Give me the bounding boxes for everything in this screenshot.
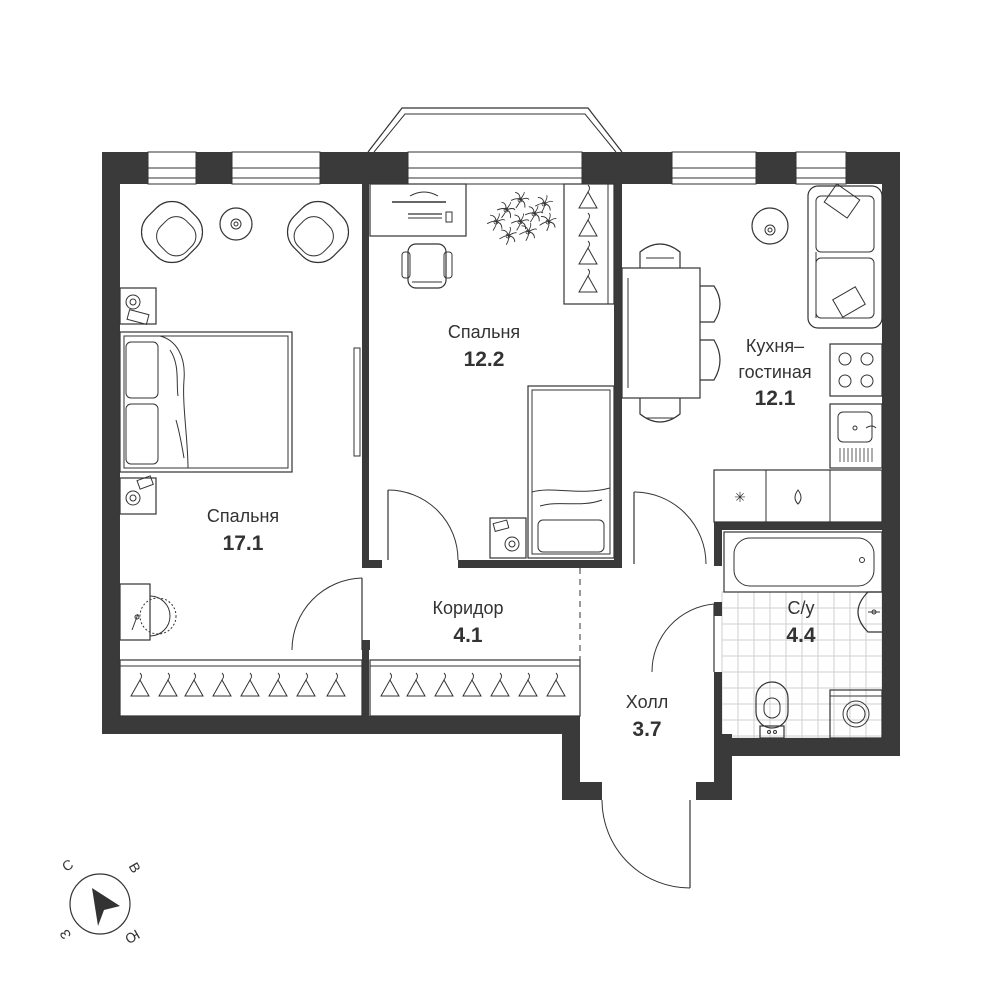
room-area-hall: 3.7 bbox=[632, 718, 661, 741]
svg-text:✳: ✳ bbox=[734, 490, 746, 506]
toilet-icon bbox=[755, 681, 789, 739]
room-area-bedroom-2: 12.2 bbox=[464, 348, 505, 371]
hanger-icon bbox=[462, 672, 482, 697]
compass-east: В bbox=[126, 859, 145, 875]
sink-icon bbox=[857, 591, 882, 633]
dining-table-icon bbox=[621, 243, 721, 423]
stove-icon bbox=[829, 343, 883, 397]
hanger-icon bbox=[326, 672, 346, 697]
hanger-icon bbox=[518, 672, 538, 697]
hanger-icon bbox=[296, 672, 316, 697]
room-name-corridor: Коридор bbox=[432, 598, 503, 618]
bed-icon bbox=[119, 331, 293, 473]
nightstand-icon bbox=[119, 287, 157, 326]
hanger-icon bbox=[406, 672, 426, 697]
room-name-bathroom: С/у bbox=[788, 598, 815, 618]
room-area-bathroom: 4.4 bbox=[786, 624, 816, 647]
desk-icon bbox=[119, 583, 177, 641]
room-area-kitchen: 12.1 bbox=[755, 387, 796, 410]
bed-icon bbox=[527, 385, 615, 559]
hanger-icon bbox=[380, 672, 400, 697]
hanger-icon bbox=[546, 672, 566, 697]
room-name-bedroom-2: Спальня bbox=[448, 322, 520, 342]
nightstand-icon bbox=[489, 517, 527, 559]
washing-machine-icon bbox=[829, 689, 883, 739]
armchair-icon bbox=[286, 200, 350, 264]
hanger-icon bbox=[184, 672, 204, 697]
compass-west: З bbox=[56, 927, 74, 942]
walls bbox=[102, 152, 900, 800]
compass-arrow-icon bbox=[92, 888, 120, 926]
armchair-icon bbox=[140, 200, 204, 264]
hanger-icon bbox=[490, 672, 510, 697]
sink-icon bbox=[829, 403, 883, 469]
nightstand-icon bbox=[119, 475, 157, 515]
door-icon bbox=[291, 489, 715, 889]
sofa-icon bbox=[807, 183, 883, 329]
hanger-icon bbox=[578, 268, 598, 293]
hanger-icon bbox=[158, 672, 178, 697]
floor-lamp-icon bbox=[219, 207, 253, 241]
hanger-icon bbox=[578, 212, 598, 237]
hanger-icon bbox=[130, 672, 150, 697]
hanger-icon bbox=[578, 184, 598, 209]
fridge-icon: ✳ bbox=[713, 469, 883, 523]
room-name-hall: Холл bbox=[626, 692, 668, 712]
room-name-kitchen-line1: Кухня– bbox=[746, 336, 804, 356]
bathroom-tiles bbox=[721, 591, 883, 739]
compass-north: С bbox=[59, 856, 76, 875]
hanger-icon bbox=[240, 672, 260, 697]
compass: С В Ю З bbox=[56, 856, 144, 948]
room-area-corridor: 4.1 bbox=[453, 624, 483, 647]
hanger-icon bbox=[212, 672, 232, 697]
plant-icon bbox=[486, 191, 557, 246]
hanger-icon bbox=[268, 672, 288, 697]
floor-lamp-icon bbox=[751, 207, 789, 245]
room-name-kitchen-line2: гостиная bbox=[738, 362, 811, 382]
sliding-door-icon bbox=[353, 347, 361, 457]
room-name-bedroom-1: Спальня bbox=[207, 506, 279, 526]
room-area-bedroom-1: 17.1 bbox=[223, 532, 264, 555]
wardrobe bbox=[119, 659, 581, 717]
hanger-icon bbox=[434, 672, 454, 697]
compass-south: Ю bbox=[122, 926, 142, 947]
hanger-icon bbox=[578, 240, 598, 265]
desk-icon bbox=[369, 183, 467, 237]
wardrobe bbox=[563, 183, 615, 305]
chair-icon bbox=[401, 243, 453, 289]
bathtub-icon bbox=[723, 531, 883, 593]
windows bbox=[147, 107, 847, 185]
